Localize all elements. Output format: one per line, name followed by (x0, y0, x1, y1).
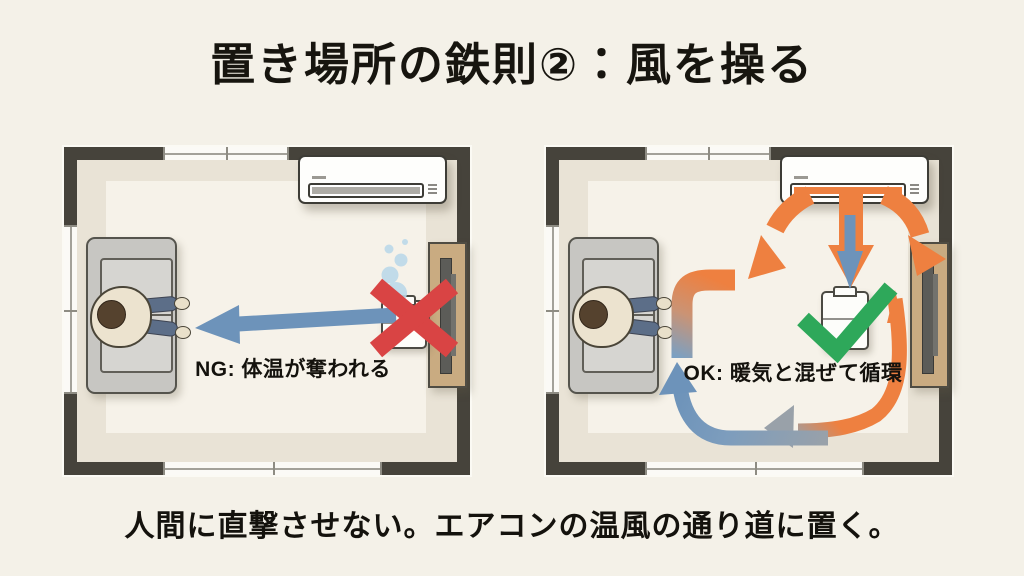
person-foot (174, 297, 190, 310)
window-bottom (645, 462, 864, 475)
humidifier (381, 295, 427, 349)
tv-panel-back (451, 274, 456, 356)
ac-buttons (428, 182, 437, 196)
person-foot (657, 326, 673, 339)
tv-panel-back (933, 274, 938, 356)
ac-vent (308, 183, 424, 198)
room-diagram-ok: OK: 暖気と混ぜて循環 (546, 147, 952, 475)
window-top (645, 147, 771, 160)
window-left (64, 225, 77, 394)
window-left (546, 225, 559, 394)
air-conditioner (298, 155, 447, 204)
room-diagram-ng: NG: 体温が奪われる (64, 147, 470, 475)
humidifier (821, 286, 869, 350)
window-top (163, 147, 289, 160)
person-head (579, 300, 608, 329)
person-foot (175, 326, 191, 339)
ac-logo (312, 176, 326, 179)
person-foot (656, 297, 672, 310)
ac-logo (794, 176, 808, 179)
ac-vent (790, 183, 906, 198)
person-head (97, 300, 126, 329)
tv-stand (428, 242, 467, 388)
ok-label: OK: 暖気と混ぜて循環 (683, 362, 903, 385)
page-title: 置き場所の鉄則②：風を操る (209, 39, 815, 90)
sofa (86, 237, 177, 394)
window-bottom (163, 462, 382, 475)
ac-buttons (910, 182, 919, 196)
air-conditioner (780, 155, 929, 204)
bottom-caption: 人間に直撃させない。エアコンの温風の通り道に置く。 (124, 510, 900, 543)
ng-label: NG: 体温が奪われる (195, 358, 391, 381)
